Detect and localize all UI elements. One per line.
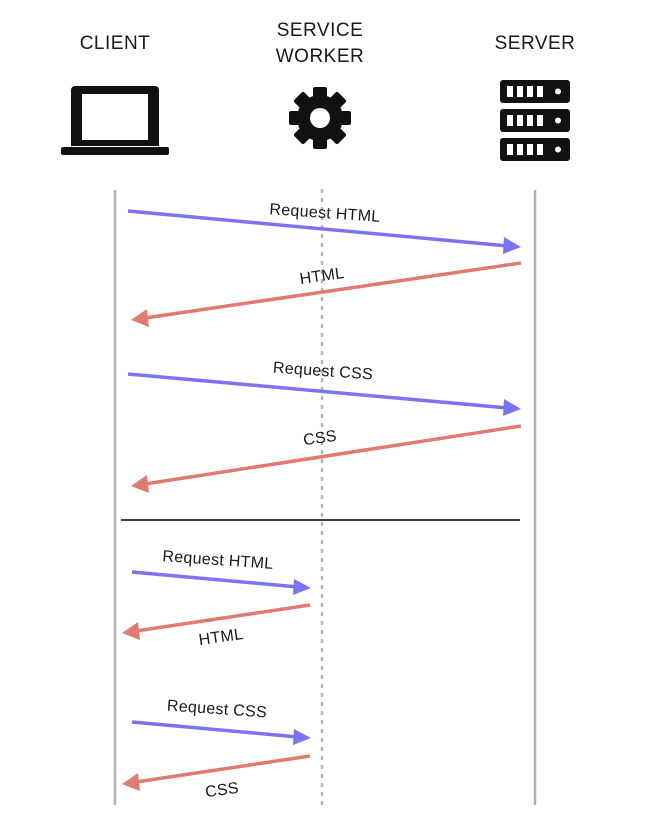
message-request-html-server: Request HTML [127,201,521,254]
response-arrow [135,754,311,784]
message-html-response-sw: HTML [122,603,311,649]
service-worker-column-title: SERVICE WORKER [250,18,390,70]
service-worker-title-line2: WORKER [275,46,365,67]
message-label: Request CSS [272,360,373,384]
request-arrowhead [503,399,521,416]
message-request-css-sw: Request CSS [131,698,311,745]
service-worker-title-line1: SERVICE [276,20,364,41]
server-column-title: SERVER [494,33,576,54]
request-arrow [127,372,509,410]
message-html-response-server: HTML [131,261,522,327]
message-label: HTML [299,265,346,288]
response-arrowhead [122,622,140,640]
request-arrow [127,209,509,248]
server-rack-icon [500,80,570,161]
message-css-response-server: CSS [131,424,522,493]
message-label: CSS [302,428,338,450]
gear-icon [289,87,351,149]
message-request-css-server: Request CSS [127,360,521,416]
request-arrowhead [503,237,521,254]
message-request-html-sw: Request HTML [131,548,311,595]
request-arrow [131,570,299,589]
message-label: Request HTML [162,548,274,573]
message-label: Request HTML [269,201,381,226]
request-arrowhead [293,579,311,595]
message-label: CSS [204,780,240,802]
response-arrowhead [131,309,149,327]
message-css-response-sw: CSS [122,754,311,802]
response-arrow [144,261,522,320]
response-arrowhead [131,475,149,493]
request-arrow [131,720,299,739]
laptop-icon [61,86,169,155]
client-column-title: CLIENT [79,33,151,54]
response-arrowhead [122,773,140,791]
request-arrowhead [293,729,311,745]
response-arrow [135,603,311,633]
message-label: HTML [198,626,245,649]
message-label: Request CSS [166,698,267,722]
response-arrow [144,424,522,486]
